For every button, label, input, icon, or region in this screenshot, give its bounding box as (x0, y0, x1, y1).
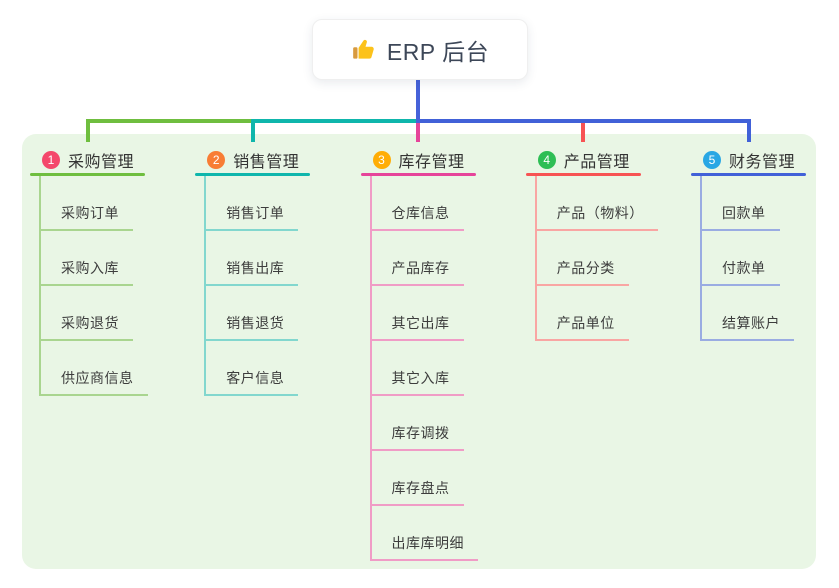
branch-number-badge: 2 (207, 151, 226, 169)
child-underline: 产品分类 (536, 258, 629, 286)
branch-title: 库存管理 (398, 154, 465, 171)
branch-underline (360, 173, 476, 176)
branch-children: 采购订单采购入库采购退货供应商信息 (39, 176, 162, 396)
branch-title: 销售管理 (233, 154, 300, 171)
root-title: ERP 后台 (386, 38, 490, 65)
mindmap-child-node[interactable]: 回款单 (702, 176, 823, 231)
child-underline: 采购入库 (41, 258, 133, 286)
child-underline: 回款单 (702, 203, 780, 231)
child-underline: 其它出库 (371, 313, 464, 341)
child-label: 付款单 (722, 260, 766, 276)
child-underline: 销售订单 (206, 203, 299, 231)
child-underline: 采购退货 (41, 313, 133, 341)
branch-underline (691, 173, 806, 176)
child-label: 采购订单 (61, 205, 119, 221)
child-underline: 销售出库 (206, 258, 299, 286)
child-label: 供应商信息 (61, 370, 134, 386)
mindmap-child-node[interactable]: 产品单位 (536, 286, 658, 341)
child-label: 销售订单 (226, 205, 285, 221)
child-underline: 销售退货 (206, 313, 299, 341)
child-label: 产品（物料） (556, 205, 644, 221)
branch-node[interactable]: 4 产品管理 (526, 147, 658, 173)
mindmap-child-node[interactable]: 销售订单 (206, 176, 327, 231)
child-underline: 仓库信息 (371, 203, 464, 231)
mindmap-root-node[interactable]: ERP 后台 (312, 19, 528, 80)
branch-underline (525, 173, 641, 176)
mindmap-child-node[interactable]: 客户信息 (206, 341, 327, 396)
child-label: 其它出库 (391, 315, 450, 331)
branch-number-badge: 1 (42, 151, 60, 169)
branch-underline (195, 173, 311, 176)
branch-number-badge: 4 (537, 151, 556, 169)
child-underline: 产品库存 (371, 258, 464, 286)
mindmap-branch: 3 库存管理 仓库信息产品库存其它出库其它入库库存调拨库存盘点出库库明细 (360, 147, 493, 561)
child-label: 库存调拨 (391, 425, 450, 441)
mindmap-branch: 1 采购管理 采购订单采购入库采购退货供应商信息 (30, 147, 162, 396)
mindmap-child-node[interactable]: 库存盘点 (371, 451, 493, 506)
mindmap-branch: 2 销售管理 销售订单销售出库销售退货客户信息 (195, 147, 327, 396)
mindmap-child-node[interactable]: 产品（物料） (536, 176, 658, 231)
mindmap-branch: 4 产品管理 产品（物料） 产品分类产品单位 (525, 147, 658, 341)
child-label: 采购退货 (61, 315, 119, 331)
child-label: 结算账户 (722, 315, 780, 331)
thumb-cuff (353, 46, 358, 59)
mindmap-child-node[interactable]: 仓库信息 (371, 176, 493, 231)
child-underline: 产品单位 (536, 313, 629, 341)
mindmap-child-node[interactable]: 销售出库 (206, 231, 327, 286)
branch-number-badge: 5 (703, 151, 721, 169)
mindmap-child-node[interactable]: 其它入库 (371, 341, 493, 396)
child-label: 客户信息 (226, 370, 285, 386)
mindmap-child-node[interactable]: 付款单 (702, 231, 823, 286)
child-label: 销售退货 (226, 315, 285, 331)
mindmap-branch: 5 财务管理 回款单付款单结算账户 (691, 147, 823, 341)
branch-node[interactable]: 5 财务管理 (691, 147, 823, 173)
branch-children: 产品（物料） 产品分类产品单位 (534, 176, 658, 341)
mindmap-child-node[interactable]: 其它出库 (371, 286, 493, 341)
child-label: 仓库信息 (391, 205, 450, 221)
child-label: 产品分类 (556, 260, 615, 276)
child-underline: 采购订单 (41, 203, 133, 231)
mindmap-child-node[interactable]: 销售退货 (206, 286, 327, 341)
mindmap-canvas-panel (22, 134, 816, 569)
child-underline: 客户信息 (206, 368, 299, 396)
branch-children: 仓库信息产品库存其它出库其它入库库存调拨库存盘点出库库明细 (369, 176, 493, 561)
child-underline: 其它入库 (371, 368, 464, 396)
child-underline: 供应商信息 (41, 368, 148, 396)
child-label: 库存盘点 (391, 480, 450, 496)
child-underline: 出库库明细 (371, 533, 478, 561)
mindmap-child-node[interactable]: 供应商信息 (41, 341, 162, 396)
thumbs-up-icon (353, 39, 374, 59)
branch-number-badge: 3 (372, 151, 391, 169)
branch-title: 财务管理 (729, 154, 796, 171)
child-underline: 产品（物料） (536, 203, 658, 231)
child-label: 其它入库 (391, 370, 450, 386)
mindmap-child-node[interactable]: 产品库存 (371, 231, 493, 286)
mindmap-child-node[interactable]: 出库库明细 (371, 506, 493, 561)
branch-node[interactable]: 3 库存管理 (361, 147, 493, 173)
branch-children: 销售订单销售出库销售退货客户信息 (204, 176, 327, 396)
child-label: 回款单 (722, 205, 766, 221)
child-underline: 结算账户 (702, 313, 794, 341)
branch-underline (30, 173, 145, 176)
mindmap-child-node[interactable]: 采购入库 (41, 231, 162, 286)
mindmap-child-node[interactable]: 采购订单 (41, 176, 162, 231)
mindmap-child-node[interactable]: 结算账户 (702, 286, 823, 341)
child-underline: 付款单 (702, 258, 780, 286)
thumb-hand (358, 39, 374, 59)
child-label: 产品单位 (556, 315, 615, 331)
branch-node[interactable]: 1 采购管理 (30, 147, 162, 173)
branch-node[interactable]: 2 销售管理 (195, 147, 327, 173)
child-label: 销售出库 (226, 260, 285, 276)
mindmap-child-node[interactable]: 库存调拨 (371, 396, 493, 451)
child-label: 采购入库 (61, 260, 119, 276)
child-label: 出库库明细 (391, 535, 464, 551)
child-label: 产品库存 (391, 260, 450, 276)
branch-title: 产品管理 (563, 154, 630, 171)
branch-title: 采购管理 (68, 154, 135, 171)
branch-children: 回款单付款单结算账户 (700, 176, 823, 341)
mindmap-child-node[interactable]: 采购退货 (41, 286, 162, 341)
mindmap-child-node[interactable]: 产品分类 (536, 231, 658, 286)
child-underline: 库存盘点 (371, 478, 464, 506)
child-underline: 库存调拨 (371, 423, 464, 451)
